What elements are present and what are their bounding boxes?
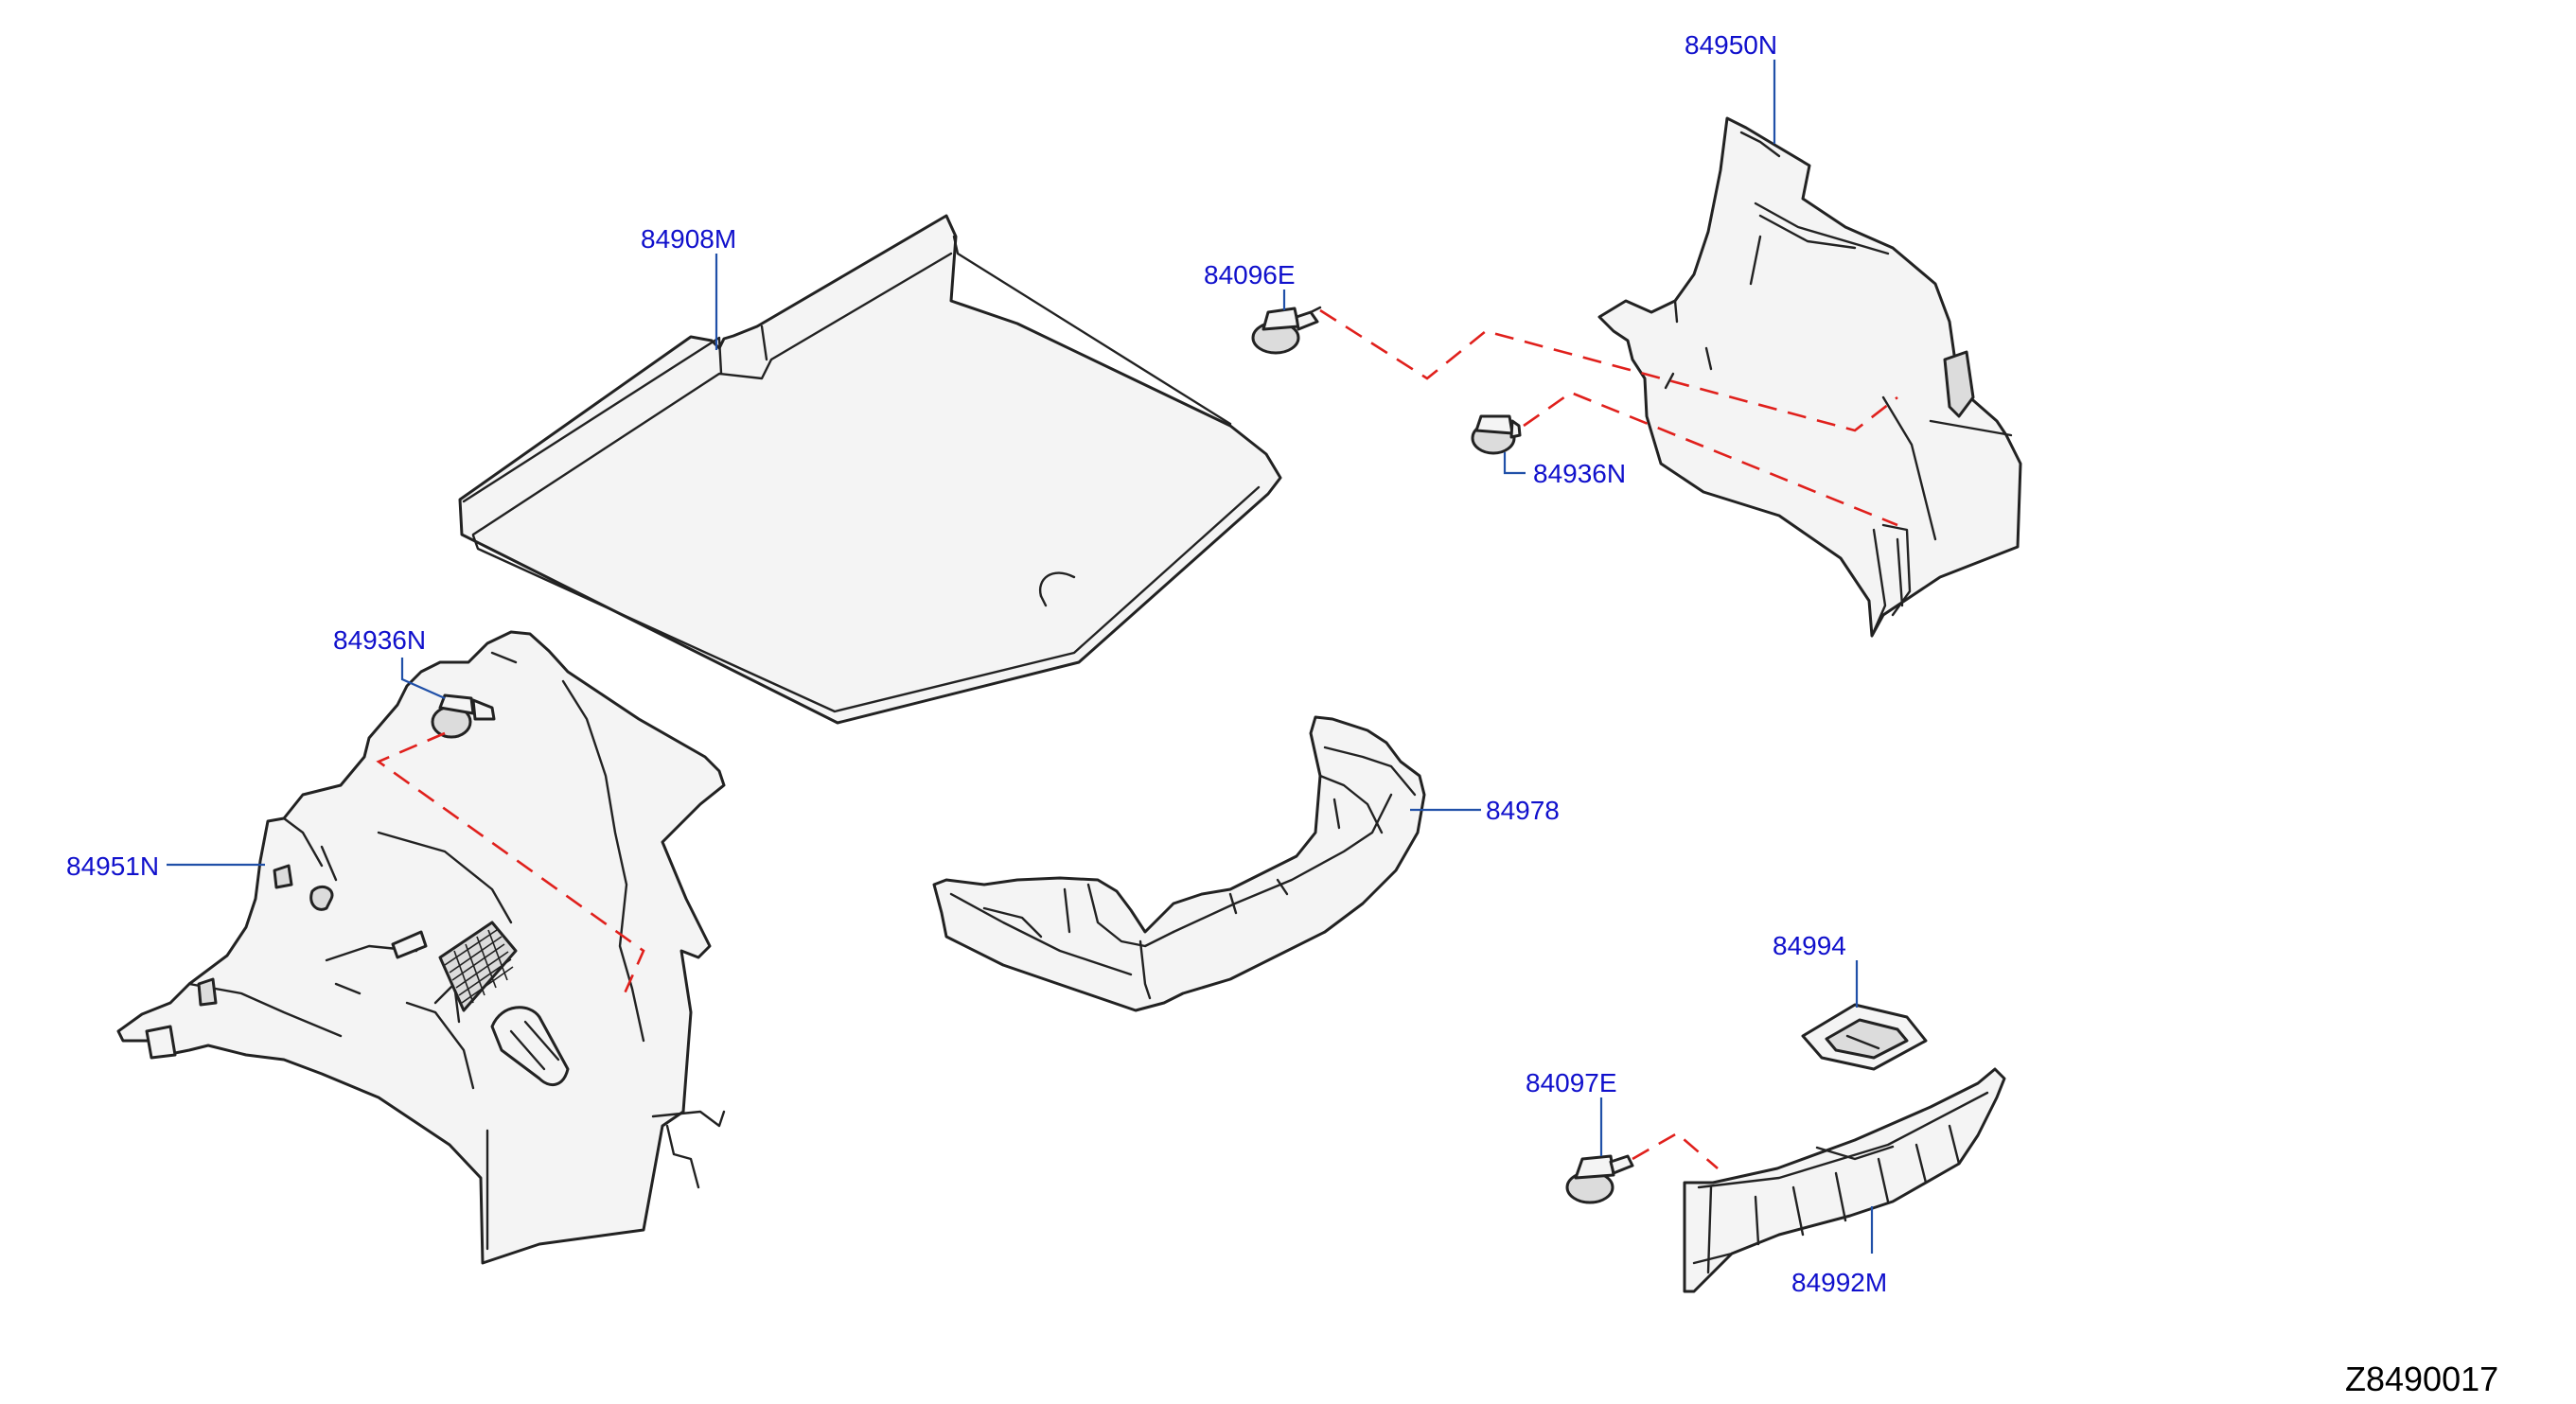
label-84950n: 84950N	[1685, 30, 1777, 60]
connector-84097e	[1632, 1132, 1719, 1169]
label-84994: 84994	[1773, 931, 1846, 960]
part-84950n-right-side-trim[interactable]	[1597, 116, 2022, 638]
diagram-reference: Z8490017	[2345, 1360, 2498, 1398]
connector-84936n-left	[376, 731, 645, 994]
label-84096e: 84096E	[1204, 260, 1296, 290]
part-84994-hook[interactable]	[1801, 1003, 1928, 1071]
part-84936n-clip-right[interactable]	[1471, 414, 1522, 455]
label-84992m: 84992M	[1791, 1268, 1887, 1297]
part-84096e-clip[interactable]	[1251, 306, 1322, 355]
part-84951n-left-side-trim[interactable]	[116, 630, 726, 1265]
label-84951n: 84951N	[66, 851, 159, 881]
label-84908m: 84908M	[641, 224, 736, 254]
label-84936n-right: 84936N	[1533, 459, 1626, 488]
label-84097e: 84097E	[1526, 1068, 1617, 1097]
part-84097e-clip[interactable]	[1565, 1154, 1634, 1204]
part-84978-center-cover[interactable]	[932, 715, 1426, 1012]
leader-84936n-left	[400, 658, 446, 700]
part-84992m-rear-finisher[interactable]	[1683, 1067, 2006, 1293]
part-84908m-floor-board[interactable]	[458, 214, 1282, 725]
leader-84936n-right	[1503, 452, 1526, 475]
label-84978: 84978	[1486, 796, 1560, 825]
part-84936n-clip-left[interactable]	[431, 693, 496, 739]
label-84936n-left: 84936N	[333, 625, 426, 655]
